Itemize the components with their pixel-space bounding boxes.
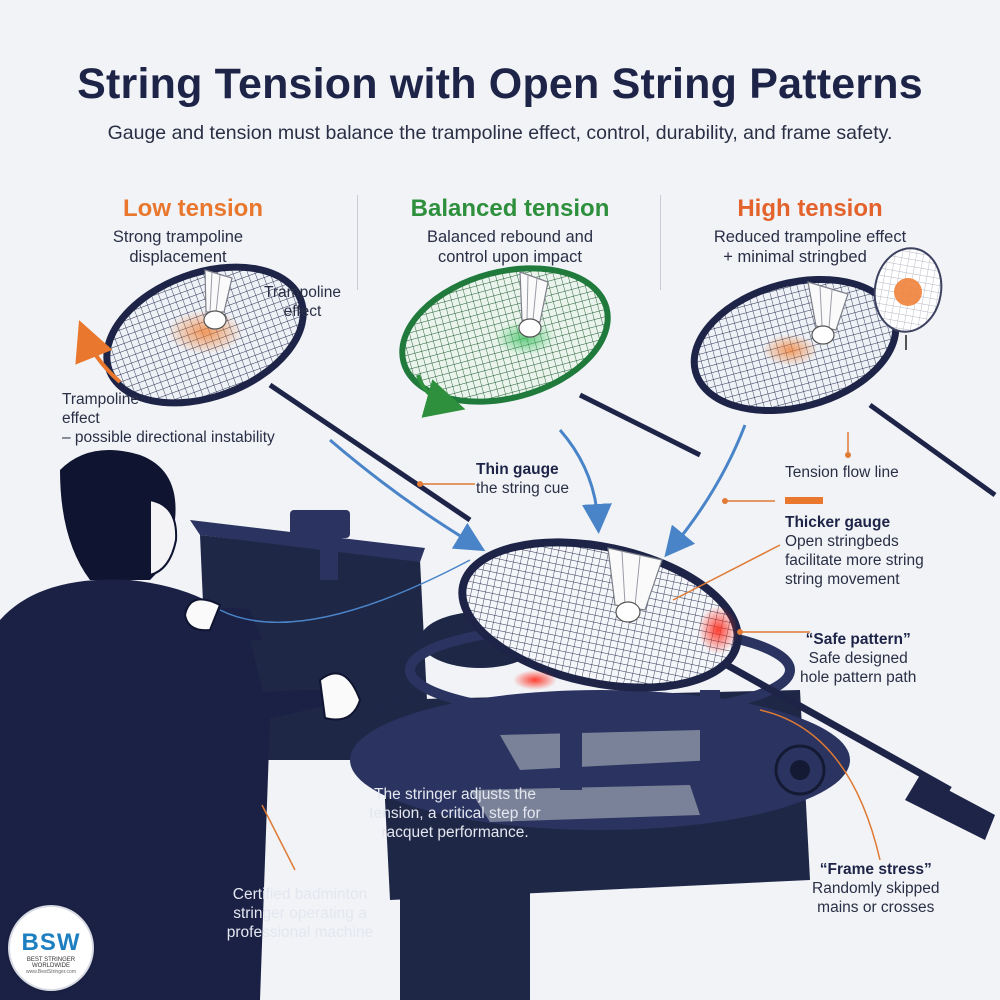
callout-certified: [261, 804, 296, 871]
column-desc-balanced-1: Balanced rebound and: [426, 228, 594, 246]
bsw-logo: BSW BEST STRINGER WORLDWIDE www.BestStri…: [8, 905, 94, 991]
label-trampoline-effect-right: Trampoline effect: [264, 284, 341, 320]
column-desc-balanced-2: control upon impact: [438, 248, 582, 266]
shuttlecock-machine: [607, 547, 663, 623]
inset-racquet-icon: [873, 247, 943, 350]
racquet-high-tension: [690, 275, 997, 498]
page-subtitle: Gauge and tension must balance the tramp…: [107, 122, 893, 144]
label-frame-stress: “Frame stress” Randomly skipped mains or…: [812, 861, 940, 916]
logo-tagline: BEST STRINGER WORLDWIDE: [26, 957, 76, 969]
callout-thicker-gauge: [672, 544, 781, 601]
stringer-person: [0, 450, 471, 1000]
flow-arrow-middle: [558, 429, 612, 534]
shuttlecock-low: [203, 269, 233, 330]
page-title: String Tension with Open String Patterns: [77, 60, 923, 108]
flex-arrow-balanced: [416, 374, 466, 418]
column-balanced-tension: Balanced tension Balanced rebound and co…: [395, 195, 625, 267]
label-thin-gauge: Thin gauge the string cue: [476, 461, 570, 497]
label-tension-flow-line: Tension flow line: [785, 464, 899, 481]
column-desc-low-1: Strong trampoline: [112, 228, 244, 246]
shuttlecock-high: [807, 281, 849, 345]
label-certified-stringer: Certified badminton stringer operating a…: [226, 886, 374, 941]
column-low-tension: Low tension Strong trampoline displaceme…: [88, 195, 298, 267]
logo-url: www.BestStringer.com: [25, 969, 77, 975]
racquet-on-machine: [458, 538, 995, 840]
label-safe-pattern: “Safe pattern” Safe designed hole patter…: [800, 631, 917, 686]
shuttlecock-balanced: [518, 271, 549, 338]
racquet-balanced-tension: [399, 265, 702, 458]
flex-arrow-low: [75, 320, 122, 384]
logo-mark: BSW: [21, 929, 81, 956]
column-desc-low-2: displacement: [129, 248, 227, 266]
racquet-low-tension: [103, 263, 472, 523]
column-desc-high-2: + minimal stringbed: [723, 248, 867, 266]
column-high-tension: High tension Reduced trampoline effect +…: [695, 195, 925, 267]
column-heading-balanced: Balanced tension: [410, 195, 610, 222]
column-heading-high: High tension: [737, 195, 883, 222]
thick-gauge-swatch: [785, 497, 823, 504]
column-heading-low: Low tension: [123, 195, 263, 222]
callout-frame-stress: [759, 709, 881, 861]
column-divider: [357, 195, 358, 290]
label-stringer-adjusts: The stringer adjusts the tension, a crit…: [369, 786, 541, 841]
label-thicker-gauge: Thicker gauge Open stringbeds facilitate…: [785, 514, 924, 588]
label-trampoline-effect-left: Trampoline effect – possible directional…: [62, 391, 275, 446]
column-desc-high-1: Reduced trampoline effect: [713, 228, 907, 246]
flow-arrow-left: [329, 438, 486, 552]
column-divider: [660, 195, 661, 290]
flow-arrow-right: [664, 424, 747, 558]
